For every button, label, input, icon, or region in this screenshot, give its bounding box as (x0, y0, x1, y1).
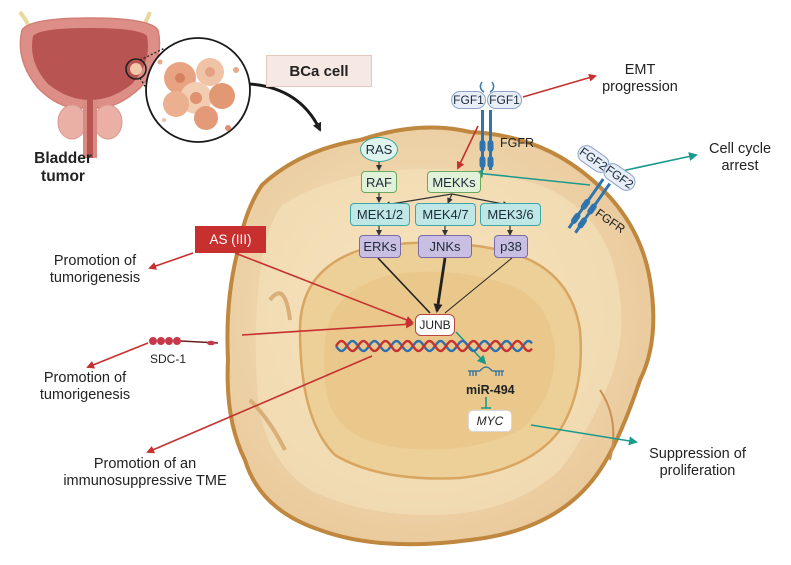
myc-to-suppression-arrow (530, 424, 638, 446)
bladder-illustration (18, 10, 166, 158)
outcome-tumorigenesis-2: Promotion of tumorigenesis (30, 370, 140, 404)
junb-node: JUNB (415, 314, 455, 336)
outcome-emt-line-1: EMT (624, 62, 656, 78)
as3-stimulus-box: AS (III) (195, 226, 266, 253)
outcome-cell-cycle: Cell cycle arrest (700, 141, 780, 175)
mirna-hairpin-icon (468, 366, 504, 376)
erks-to-junb-line (377, 257, 431, 314)
jnks-to-junb-arrow (433, 257, 447, 313)
outcome-immuno-line-1: Promotion of an (93, 456, 197, 472)
organ-label-line-1: Bladder (34, 150, 92, 167)
raf-node: RAF (361, 171, 397, 193)
to-immuno-tme-arrow (146, 355, 373, 454)
outcome-tumorigenesis-2-line-1: Promotion of (43, 370, 127, 386)
mek47-node: MEK4/7 (415, 203, 476, 226)
organ-label-line-2: tumor (41, 168, 85, 185)
outcome-tumorigenesis-1: Promotion of tumorigenesis (40, 253, 150, 287)
fgfr-receptor-top (479, 81, 495, 170)
outcome-emt: EMT progression (595, 62, 685, 96)
tumor-zoom-circle (145, 37, 251, 143)
outcome-immunosuppressive-tme: Promotion of an immunosuppressive TME (50, 456, 240, 490)
sdc1-to-tumorigenesis-arrow (86, 342, 149, 369)
fgf1-to-emt-arrow (522, 73, 597, 98)
outcome-suppression-proliferation: Suppression of proliferation (640, 446, 755, 480)
mekks-node: MEKKs (427, 171, 481, 193)
sdc1-to-junb-arrow (241, 320, 414, 336)
p38-to-junb-line (444, 257, 513, 314)
mek36-node: MEK3/6 (480, 203, 541, 226)
as3-to-junb-arrow (234, 252, 414, 324)
outcome-tumorigenesis-2-line-2: tumorigenesis (39, 387, 131, 403)
erks-node: ERKs (359, 235, 401, 258)
outcome-tumorigenesis-1-line-2: tumorigenesis (49, 270, 141, 286)
outcome-suppression-line-2: proliferation (659, 463, 736, 479)
tumor-highlight-circle (125, 58, 147, 80)
mek12-node: MEK1/2 (350, 203, 410, 226)
zoom-to-cell-arrow (249, 82, 322, 132)
fgf2-to-mekks-arrow (474, 169, 591, 186)
fgf1-to-mekks-arrow (456, 125, 479, 170)
mir-494-label: miR-494 (466, 383, 515, 397)
fgfr-receptor-right (567, 178, 612, 234)
organ-label: Bladder tumor (28, 150, 98, 186)
dna-strand-red (335, 339, 533, 353)
ras-node: RAS (360, 137, 398, 162)
sdc1-label: SDC-1 (150, 352, 187, 366)
fgfr-label-top: FGFR (500, 136, 535, 150)
red-arrows (86, 73, 597, 454)
myc-node: MYC (468, 410, 512, 432)
fgf1-ligand-left: FGF1 (451, 91, 486, 109)
outcome-emt-line-2: progression (602, 79, 678, 95)
as3-to-tumorigenesis-arrow (148, 252, 194, 270)
outcome-tumorigenesis-1-line-1: Promotion of (53, 253, 137, 269)
outcome-cell-cycle-line-2: arrest (721, 158, 759, 174)
fgf1-ligand-right: FGF1 (487, 91, 522, 109)
fgf2-to-cellcycle-arrow (616, 152, 698, 173)
dna-helix (335, 339, 533, 353)
outcome-cell-cycle-line-1: Cell cycle (708, 141, 772, 157)
bca-cell-title-box: BCa cell (266, 55, 372, 87)
p38-node: p38 (494, 235, 528, 258)
sdc1-proteoglycan (149, 337, 219, 346)
outcome-immuno-line-2: immunosuppressive TME (63, 473, 227, 489)
teal-arrows (455, 152, 698, 446)
outcome-suppression-line-1: Suppression of (649, 446, 746, 462)
jnks-node: JNKs (418, 235, 472, 258)
